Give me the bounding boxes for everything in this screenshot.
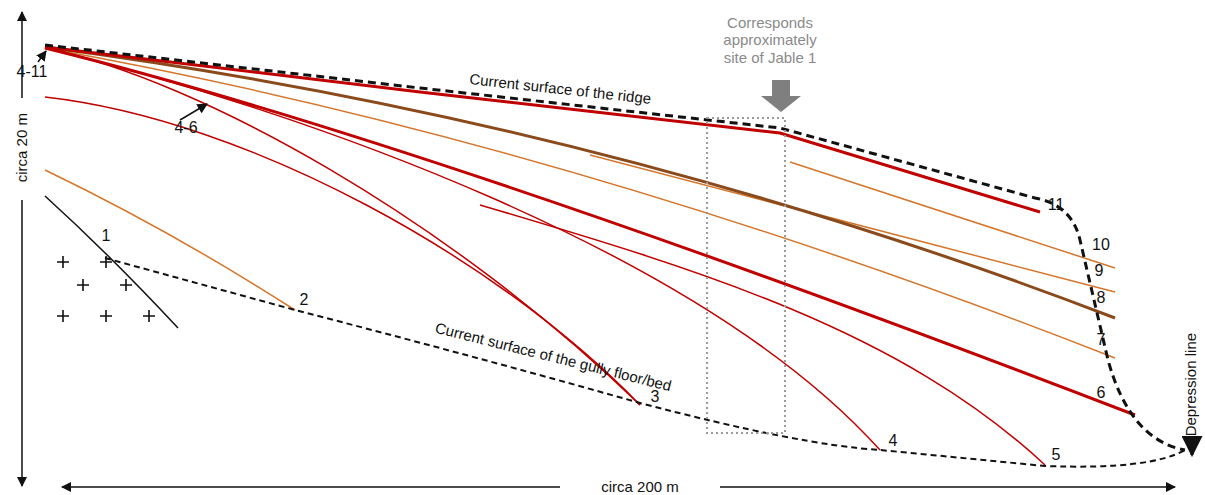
layer-number: 4	[889, 432, 898, 450]
layer-7	[45, 48, 1115, 358]
layer-number: 11	[1048, 196, 1065, 214]
layer-range: 4-6	[174, 119, 197, 137]
dimension-label: circa 20 m	[13, 110, 30, 185]
dimension-arrow	[21, 200, 23, 486]
layer-5	[480, 205, 1045, 465]
site-arrow	[761, 80, 801, 112]
layer-number: 2	[300, 291, 309, 309]
layer-number: 6	[1097, 384, 1106, 402]
layer-8	[45, 47, 1115, 318]
dimension-arrow	[62, 486, 560, 488]
layer-9	[590, 155, 1115, 292]
dimension-label: circa 200 m	[598, 478, 682, 495]
depression-label: Depression line	[1182, 333, 1199, 436]
layer-2	[45, 170, 295, 310]
site-box	[707, 118, 785, 433]
site-note: Corresponds approximately site of Jable …	[711, 14, 829, 66]
layer-6	[45, 48, 1135, 415]
dimension-arrow	[21, 12, 23, 98]
surface-label: Current surface of the gully floor/bed	[433, 319, 673, 394]
layer-number: 5	[1052, 446, 1061, 464]
bedrock-symbols	[57, 256, 155, 322]
layer-number: 9	[1095, 262, 1104, 280]
ridge-surface	[45, 45, 1185, 450]
leader-arrow	[38, 51, 46, 62]
layer-number: 8	[1097, 289, 1106, 307]
gully-floor	[105, 258, 1185, 467]
layer-number: 1	[102, 227, 111, 245]
layer-number: 7	[1097, 331, 1106, 349]
leader-arrow	[180, 104, 207, 120]
depression-arrow	[1191, 438, 1194, 455]
dimension-arrow	[720, 486, 1175, 488]
bedrock-line	[45, 196, 178, 328]
layer-4	[45, 48, 880, 450]
layer-number: 10	[1092, 236, 1110, 254]
layer-number: 3	[651, 388, 660, 406]
layer-range: 4-11	[17, 63, 48, 81]
layer-11	[45, 47, 1040, 212]
